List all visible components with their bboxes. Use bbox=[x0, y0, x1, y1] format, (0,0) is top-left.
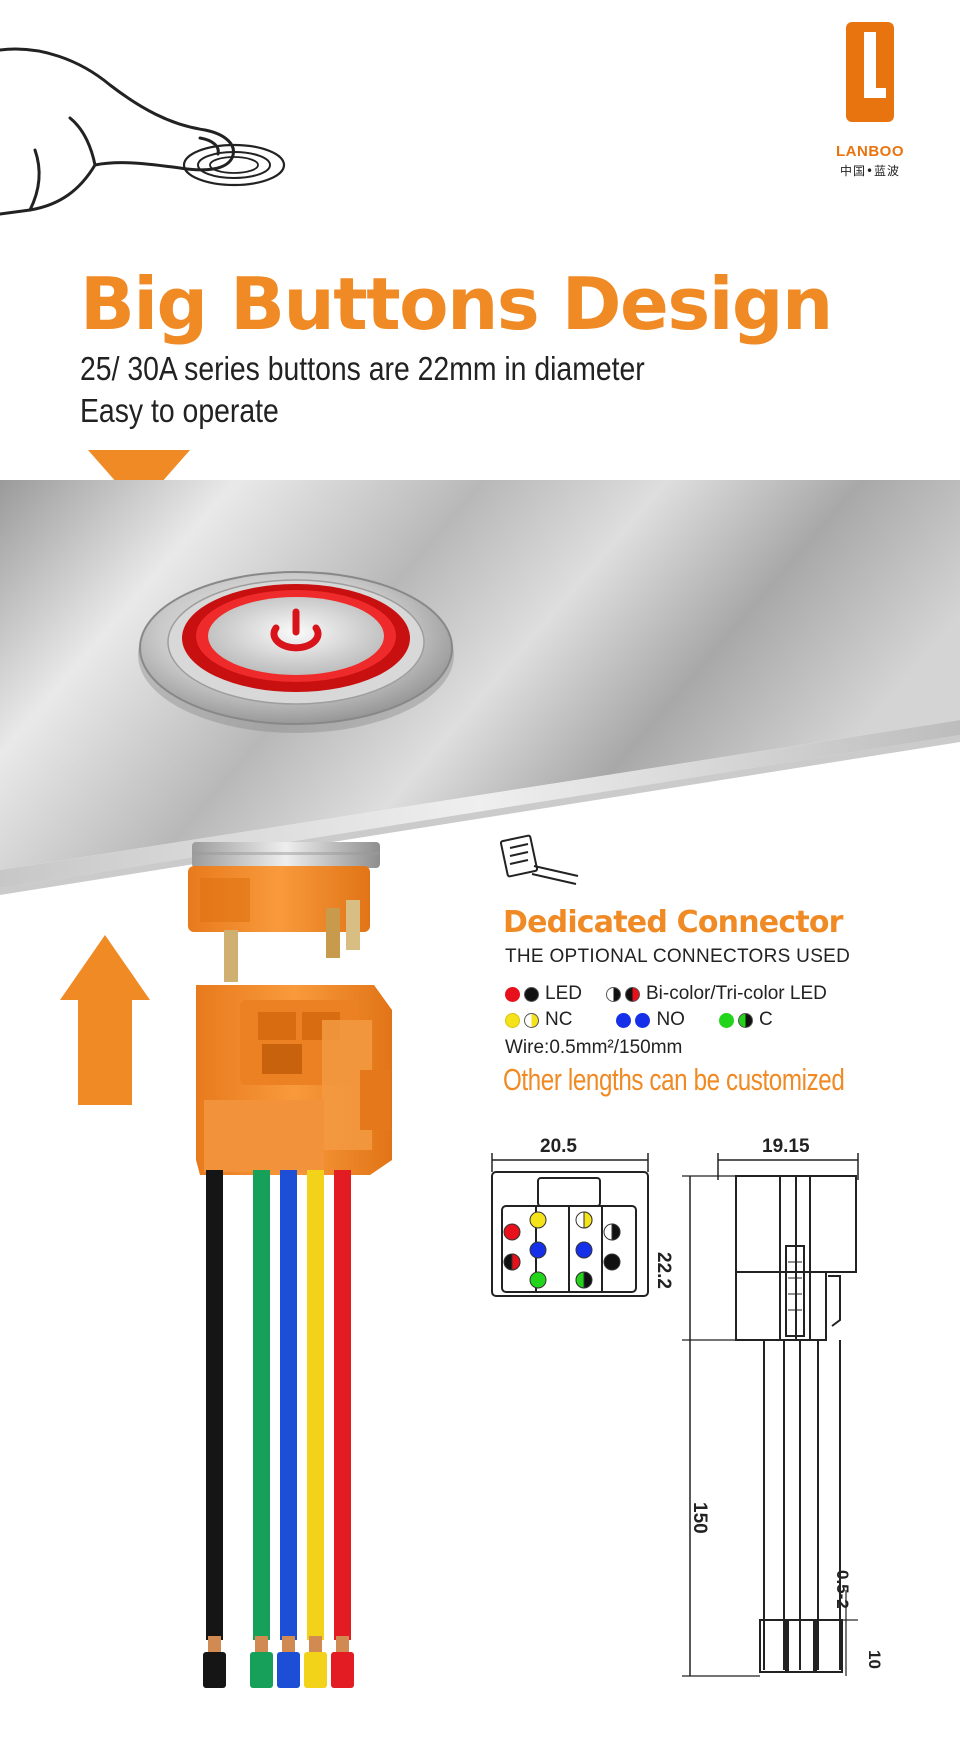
white-black-dot-icon bbox=[605, 986, 621, 1002]
legend-nc: NC bbox=[545, 1009, 573, 1030]
push-button-illustration bbox=[138, 571, 454, 733]
yellow-dot-icon bbox=[505, 1012, 520, 1028]
brand-logo: LANBOO 中国•蓝波 bbox=[820, 22, 920, 178]
dim-front-width: 20.5 bbox=[540, 1136, 577, 1157]
connector-plug-icon bbox=[499, 834, 579, 885]
green-dot-icon bbox=[718, 1012, 734, 1028]
custom-length-note: Other lengths can be customized bbox=[503, 1062, 845, 1097]
legend-row-1: LED Bi-color/Tri-color LED bbox=[505, 983, 845, 1005]
white-yellow-dot-icon bbox=[524, 1012, 539, 1028]
down-triangle-icon bbox=[88, 450, 190, 508]
button-body-illustration bbox=[188, 842, 380, 982]
wire-spec: Wire:0.5mm²/150mm bbox=[505, 1037, 683, 1058]
brand-name-cn: 中国•蓝波 bbox=[839, 164, 901, 178]
black-dot-icon bbox=[524, 986, 539, 1002]
blue-dot-icon bbox=[616, 1012, 632, 1028]
brand-name: LANBOO bbox=[836, 143, 904, 160]
black-red-dot-icon bbox=[624, 986, 640, 1002]
legend-led: LED bbox=[545, 983, 582, 1004]
wire-bundle-illustration bbox=[203, 1170, 354, 1688]
legend-no: NO bbox=[656, 1009, 685, 1030]
headline-line-1: 25/ 30A series buttons are 22mm in diame… bbox=[80, 350, 645, 387]
up-arrow-icon bbox=[60, 935, 150, 1105]
connector-title: Dedicated Connector bbox=[503, 905, 843, 940]
connector-pin-map bbox=[503, 1211, 621, 1289]
connector-housing-illustration bbox=[196, 985, 392, 1175]
connector-side-diagram bbox=[682, 1153, 859, 1677]
legend-row-2: NC NO C bbox=[505, 1009, 791, 1031]
connector-subtitle: THE OPTIONAL CONNECTORS USED bbox=[505, 946, 851, 967]
dim-strip-range: 0.5-2 bbox=[833, 1570, 852, 1609]
dim-strip-end: 10 bbox=[865, 1650, 884, 1669]
headline-line-2: Easy to operate bbox=[80, 392, 279, 429]
legend-c: C bbox=[758, 1009, 773, 1030]
legend-bicolor: Bi-color/Tri-color LED bbox=[645, 983, 827, 1004]
lanboo-logo-icon bbox=[846, 22, 894, 122]
dim-side-height: 22.2 bbox=[653, 1252, 674, 1289]
green-black-dot-icon bbox=[737, 1012, 753, 1028]
finger-pressing-illustration bbox=[0, 47, 286, 216]
blue-dot-icon bbox=[635, 1012, 651, 1028]
steel-panel bbox=[0, 480, 960, 895]
dim-wire-length: 150 bbox=[689, 1502, 710, 1534]
headline-title: Big Buttons Design bbox=[80, 262, 833, 346]
dim-side-width: 19.15 bbox=[762, 1136, 810, 1157]
red-dot-icon bbox=[505, 986, 520, 1002]
